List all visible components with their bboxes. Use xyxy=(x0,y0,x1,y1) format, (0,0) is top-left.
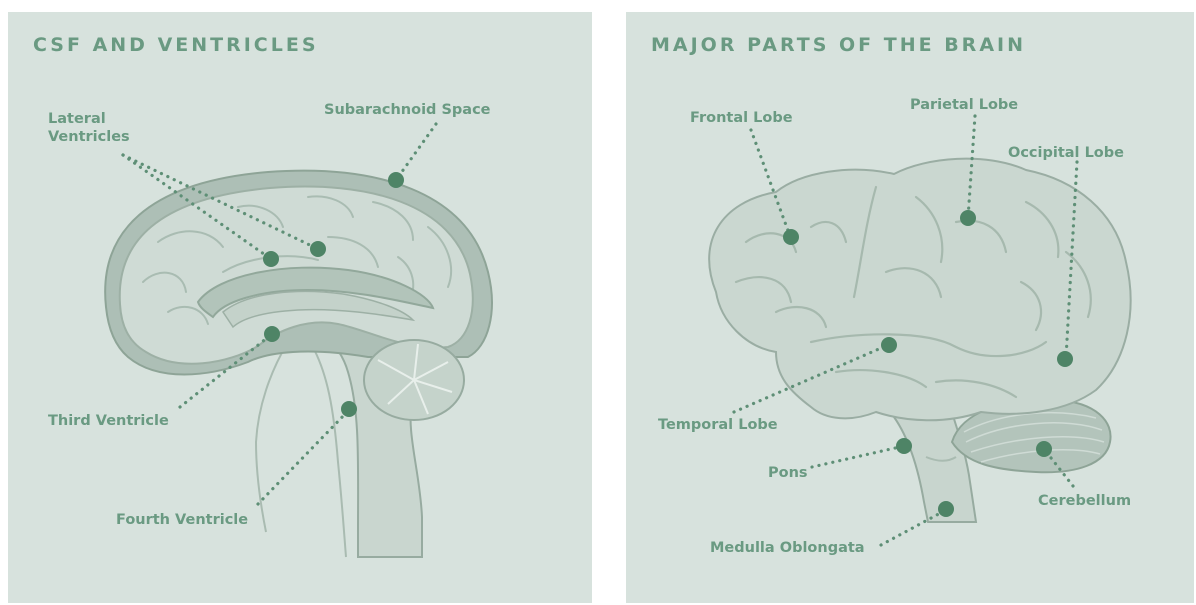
temporal-lobe-dot xyxy=(881,337,897,353)
cerebellum-label: Cerebellum xyxy=(1038,492,1131,510)
major-brain-parts-panel: MAJOR PARTS OF THE BRAIN xyxy=(626,12,1194,603)
parietal-lobe-dot xyxy=(960,210,976,226)
parietal-lobe-label: Parietal Lobe xyxy=(910,96,1018,114)
fourth-ventricle-label: Fourth Ventricle xyxy=(116,511,248,529)
medulla-oblongata-label: Medulla Oblongata xyxy=(710,539,865,557)
lateral-ventricles-dot-b xyxy=(310,241,326,257)
third-ventricle-label: Third Ventricle xyxy=(48,412,169,430)
fourth-ventricle-dot xyxy=(341,401,357,417)
pons-dot xyxy=(896,438,912,454)
third-ventricle-dot xyxy=(264,326,280,342)
pons-label: Pons xyxy=(768,464,808,482)
temporal-lobe-label: Temporal Lobe xyxy=(658,416,778,434)
frontal-lobe-dot xyxy=(783,229,799,245)
sagittal-brain-illustration xyxy=(8,12,592,603)
subarachnoid-space-dot xyxy=(388,172,404,188)
lateral-ventricles-dot-a xyxy=(263,251,279,267)
csf-ventricles-panel: CSF AND VENTRICLES xyxy=(8,12,592,603)
occipital-lobe-dot xyxy=(1057,351,1073,367)
medulla-oblongata-dot xyxy=(938,501,954,517)
lateral-ventricles-label: Lateral Ventricles xyxy=(48,110,130,146)
subarachnoid-space-label: Subarachnoid Space xyxy=(324,101,491,119)
cerebellum-dot xyxy=(1036,441,1052,457)
occipital-lobe-label: Occipital Lobe xyxy=(1008,144,1124,162)
frontal-lobe-label: Frontal Lobe xyxy=(690,109,793,127)
